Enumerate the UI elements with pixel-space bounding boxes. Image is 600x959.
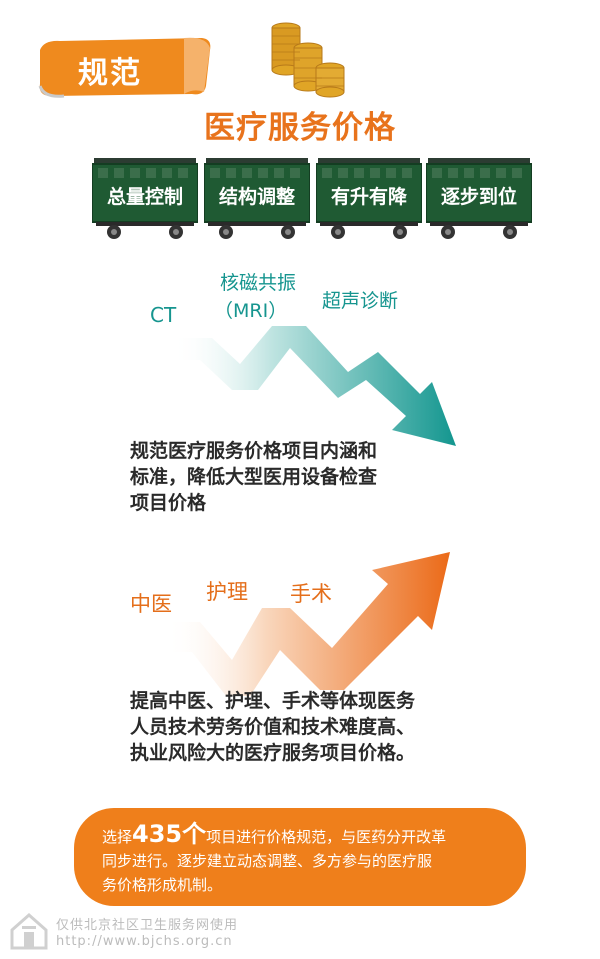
label-nursing: 护理 [206,580,248,604]
coins-icon [266,18,352,102]
train-car: 逐步到位 [426,152,532,240]
watermark: 仅供北京社区卫生服务网使用 http://www.bjchs.org.cn [8,910,308,954]
page-title: 医疗服务价格 [204,110,396,146]
summary-line-2: 同步进行。逐步建立动态调整、多方参与的医疗服 [102,852,433,870]
label-mri: （MRI） [214,300,288,322]
label-mri-cn: 核磁共振 [220,272,297,294]
summary-line-1: 选择435个项目进行价格规范，与医药分开改革 [102,822,498,849]
watermark-text: 仅供北京社区卫生服务网使用 [56,918,239,933]
train-car-label: 逐步到位 [440,186,517,208]
text-line: 执业风险大的医疗服务项目价格。 [130,742,416,764]
train-illustration: 总量控制 结构调整 有升有降 [92,152,532,240]
up-description: 提高中医、护理、手术等体现医务 人员技术劳务价值和技术难度高、 执业风险大的医疗… [130,688,530,766]
train-car: 结构调整 [204,152,310,240]
summary-rest: 项目进行价格规范，与医药分开改革 [206,828,447,846]
down-description: 规范医疗服务价格项目内涵和 标准，降低大型医用设备检查 项目价格 [130,438,490,516]
label-surgery: 手术 [290,582,332,606]
text-line: 项目价格 [130,492,207,514]
train-car-label: 结构调整 [218,186,295,208]
summary-number: 435个 [132,820,207,848]
label-ultrasound: 超声诊断 [322,290,399,312]
text-line: 规范医疗服务价格项目内涵和 [130,440,378,462]
label-ct: CT [150,303,177,327]
text-line: 人员技术劳务价值和技术难度高、 [130,716,416,738]
summary-line-3: 务价格形成机制。 [102,876,223,894]
tag-banner-shape [38,37,211,98]
tag-label: 规范 [78,56,142,91]
summary-prefix: 选择 [102,828,133,846]
label-tcm: 中医 [130,592,172,616]
summary-box: 选择435个项目进行价格规范，与医药分开改革 同步进行。逐步建立动态调整、多方参… [74,808,526,906]
train-car: 有升有降 [316,152,422,240]
text-line: 提高中医、护理、手术等体现医务 [130,690,416,712]
train-car-label: 有升有降 [330,186,407,208]
house-logo-icon [10,912,48,950]
category-tag: 规范 [34,36,212,98]
text-line: 标准，降低大型医用设备检查 [130,466,378,488]
train-car-label: 总量控制 [106,186,183,208]
watermark-url: http://www.bjchs.org.cn [56,934,233,949]
train-car: 总量控制 [92,152,198,240]
